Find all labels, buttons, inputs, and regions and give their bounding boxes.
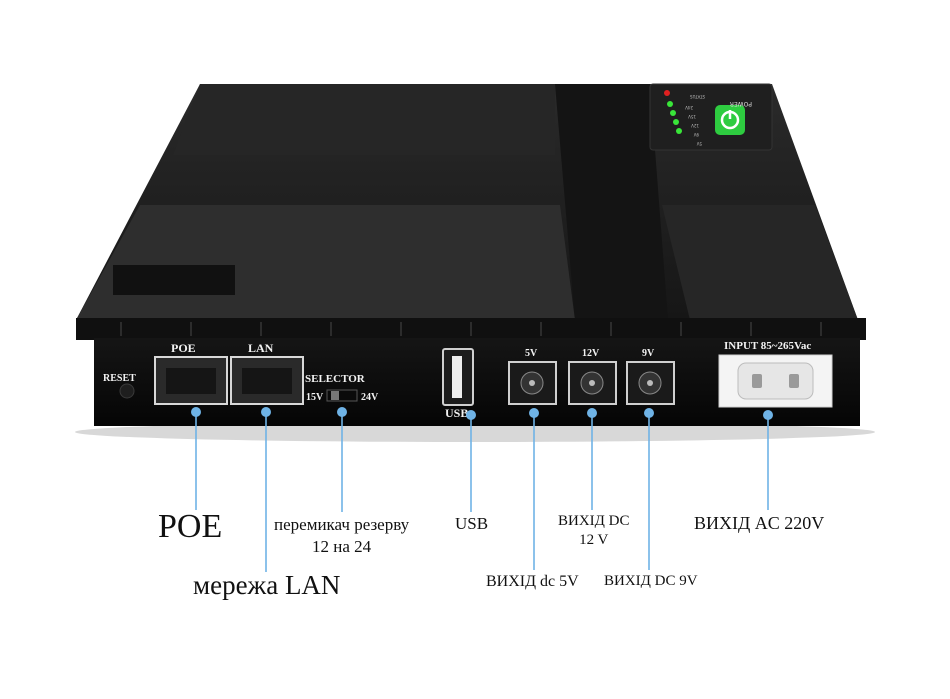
- status-led-24v: [667, 101, 673, 107]
- marker-5v: [529, 408, 539, 418]
- label-24v: 24V: [361, 392, 379, 403]
- callout-dc-5v: ВИХІД dc 5V: [486, 573, 579, 590]
- callout-usb: USB: [455, 514, 489, 533]
- selector-switch[interactable]: [326, 389, 358, 402]
- callout-dc-12v: ВИХІД DC 12 V: [558, 512, 629, 550]
- status-led-red: [664, 90, 670, 96]
- callout-poe: POE: [158, 508, 223, 545]
- poe-port-inner: [166, 368, 216, 394]
- top-panel-right: [662, 205, 858, 320]
- vent-slots: [120, 322, 822, 336]
- label-input: INPUT 85~265Vac: [724, 340, 811, 352]
- top-label-patch: [113, 265, 235, 295]
- leader-markers: [191, 407, 773, 420]
- marker-poe: [191, 407, 201, 417]
- led-label-24v: 24V: [685, 105, 693, 110]
- label-9v: 9V: [642, 348, 655, 359]
- callout-dc-9v: ВИХІД DC 9V: [604, 573, 698, 589]
- led-label-12v: 12V: [691, 123, 699, 128]
- device-shadow: [75, 422, 875, 442]
- status-led-15v: [670, 110, 676, 116]
- dc-12v-pin: [589, 380, 595, 386]
- top-panel-left: [173, 84, 555, 155]
- lan-port-inner: [242, 368, 292, 394]
- label-power: POWER: [730, 100, 752, 107]
- marker-lan: [261, 407, 271, 417]
- ac-input-pin-right: [789, 374, 799, 388]
- marker-usb: [466, 410, 476, 420]
- label-usb: USB: [445, 406, 468, 420]
- led-label-15v: 15V: [688, 114, 696, 119]
- top-panel-dark-band: [555, 84, 668, 320]
- dc-5v-pin: [529, 380, 535, 386]
- label-poe: POE: [171, 341, 196, 355]
- marker-12v: [587, 408, 597, 418]
- label-12v: 12V: [582, 348, 600, 359]
- led-label-9v: 9V: [693, 132, 699, 137]
- callout-selector: перемикач резерву 12 на 24: [274, 514, 409, 558]
- callout-selector-line1: перемикач резерву: [274, 515, 410, 534]
- label-selector: SELECTOR: [305, 373, 366, 385]
- power-button[interactable]: [715, 105, 745, 135]
- leader-lines: [195, 412, 769, 572]
- marker-9v: [644, 408, 654, 418]
- marker-selector: [337, 407, 347, 417]
- selector-switch-knob: [331, 391, 339, 400]
- dc-9v-pin: [647, 380, 653, 386]
- marker-ac: [763, 410, 773, 420]
- reset-button[interactable]: [119, 383, 135, 399]
- led-label-status: STATUS: [690, 94, 705, 99]
- label-5v: 5V: [525, 348, 538, 359]
- ac-input-socket: [737, 362, 814, 400]
- led-label-5v: 5V: [696, 141, 702, 146]
- usb-port-tongue: [452, 356, 462, 398]
- callout-selector-line2: 12 на 24: [312, 537, 372, 556]
- callout-dc-12v-line2: 12 V: [579, 532, 609, 548]
- top-panel-lower: [76, 205, 575, 320]
- callout-dc-12v-line1: ВИХІД DC: [558, 513, 630, 529]
- label-15v: 15V: [306, 392, 324, 403]
- callout-lan: мережа LAN: [193, 570, 341, 600]
- callout-ac-220v: ВИХІД AC 220V: [694, 513, 825, 533]
- status-led-9v: [676, 128, 682, 134]
- label-lan: LAN: [248, 341, 274, 355]
- label-reset: RESET: [103, 373, 136, 384]
- ac-input-pin-left: [752, 374, 762, 388]
- status-led-12v: [673, 119, 679, 125]
